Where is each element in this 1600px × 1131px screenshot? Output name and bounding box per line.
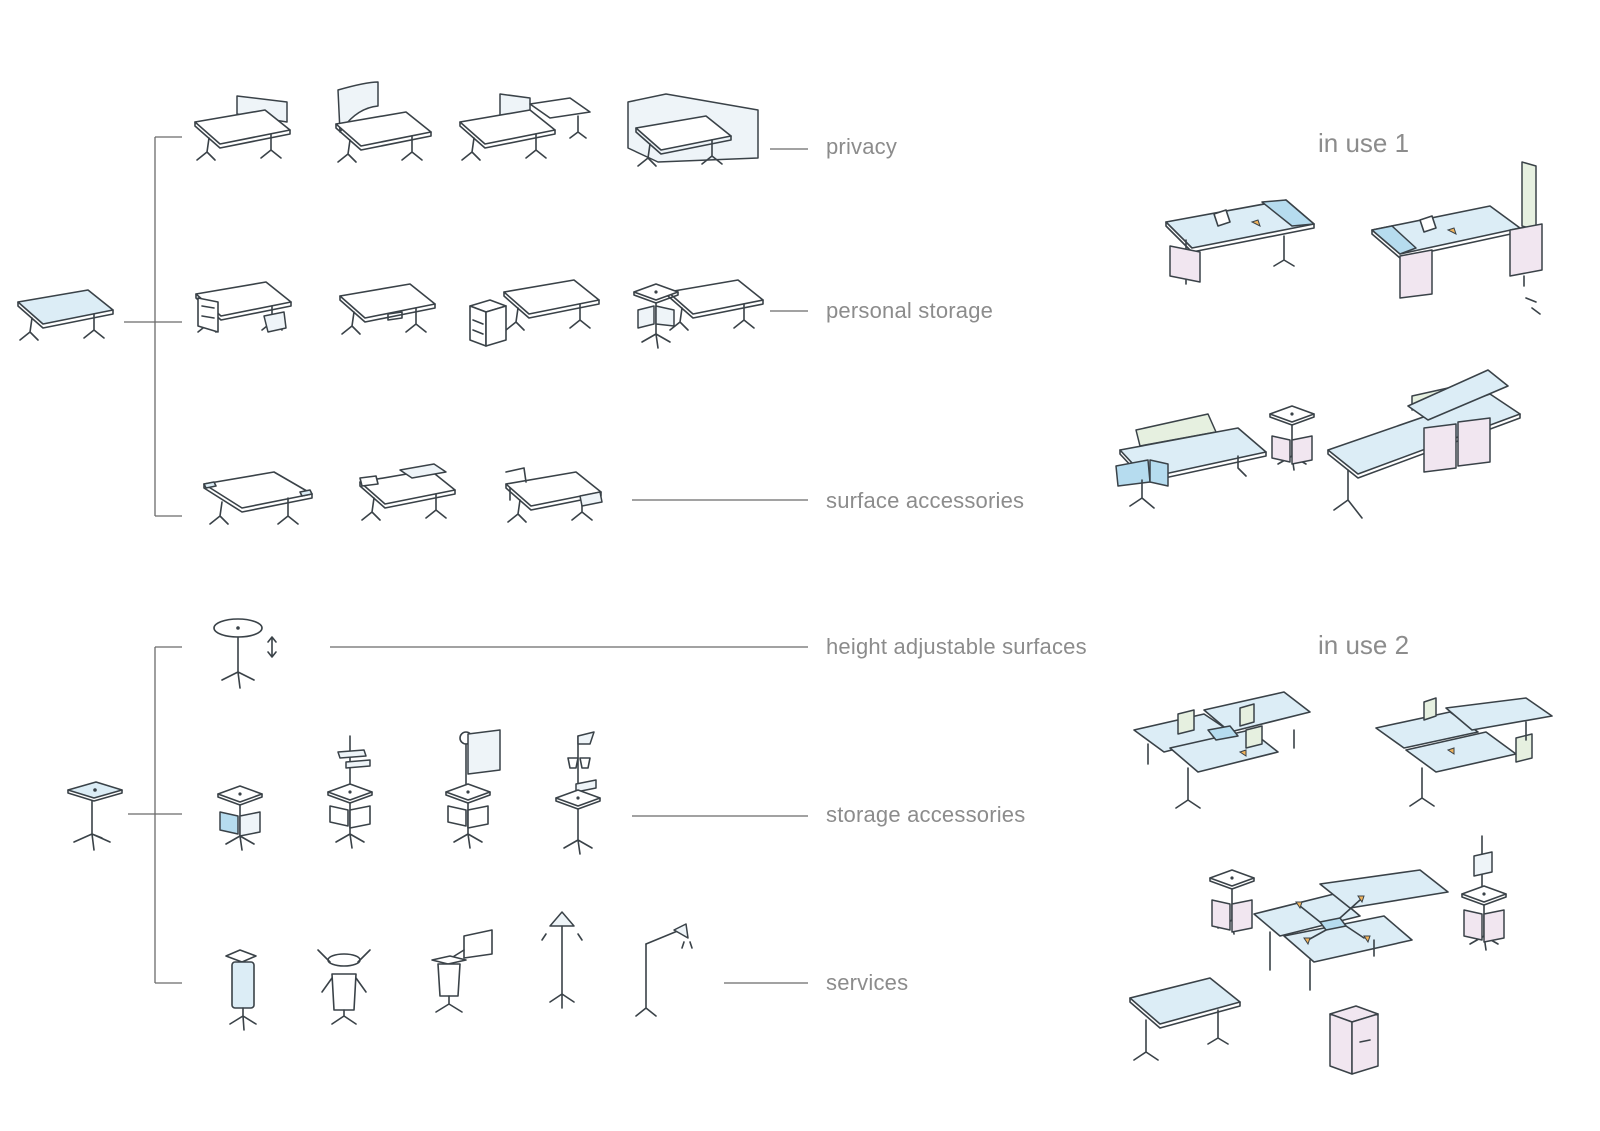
storage-desk-2 — [339, 283, 436, 335]
base-pedestal-table — [67, 781, 123, 851]
storage-desk-4 — [633, 279, 764, 349]
up-down-arrow-icon — [267, 636, 277, 658]
base-desk — [17, 289, 114, 341]
storage-desk-3 — [469, 279, 600, 347]
surface-desk-3 — [505, 467, 603, 523]
surface-desk-1 — [203, 471, 313, 525]
personal-storage-row — [195, 279, 808, 349]
service-2 — [317, 949, 371, 1025]
label-surface-accessories: surface accessories — [826, 488, 1025, 513]
privacy-desk-4 — [627, 93, 759, 167]
label-personal-storage: personal storage — [826, 298, 994, 323]
privacy-desk-1 — [194, 95, 291, 161]
label-privacy: privacy — [826, 134, 898, 159]
accessory-2 — [327, 735, 373, 849]
accessory-3 — [445, 729, 501, 849]
tree-connector-upper — [124, 136, 182, 517]
privacy-desk-2 — [335, 81, 432, 163]
privacy-desk-3 — [459, 93, 591, 161]
in-use-2-scene-b — [1375, 697, 1553, 807]
tree-connector-lower — [128, 646, 182, 984]
accessory-4 — [555, 731, 601, 855]
service-1 — [225, 949, 257, 1031]
in-use-1-scene-b — [1371, 161, 1543, 315]
storage-accessories-row — [217, 729, 808, 855]
in-use-2-scene-c — [1209, 835, 1507, 991]
heading-in-use-2: in use 2 — [1318, 630, 1410, 660]
in-use-1-scene-c — [1115, 405, 1315, 509]
accessory-1 — [217, 785, 263, 851]
storage-desk-1 — [195, 281, 292, 333]
label-services: services — [826, 970, 909, 995]
heading-in-use-1: in use 1 — [1318, 128, 1410, 158]
surface-desk-2 — [359, 463, 456, 521]
task-lamp — [635, 923, 693, 1017]
label-height-adjustable-surfaces: height adjustable surfaces — [826, 634, 1087, 659]
services-row — [225, 911, 808, 1031]
height-adjustable-row — [213, 618, 808, 689]
floor-lamp — [541, 911, 583, 1009]
service-3 — [431, 929, 493, 1013]
in-use-1-scene-d — [1327, 369, 1521, 519]
in-use-2-scene-d — [1129, 977, 1379, 1075]
surface-accessories-row — [203, 463, 808, 525]
height-adjustable-table — [213, 618, 263, 689]
privacy-row — [194, 81, 808, 167]
in-use-2-scene-a — [1133, 691, 1311, 809]
label-storage-accessories: storage accessories — [826, 802, 1026, 827]
in-use-1-scene-a — [1165, 199, 1315, 285]
